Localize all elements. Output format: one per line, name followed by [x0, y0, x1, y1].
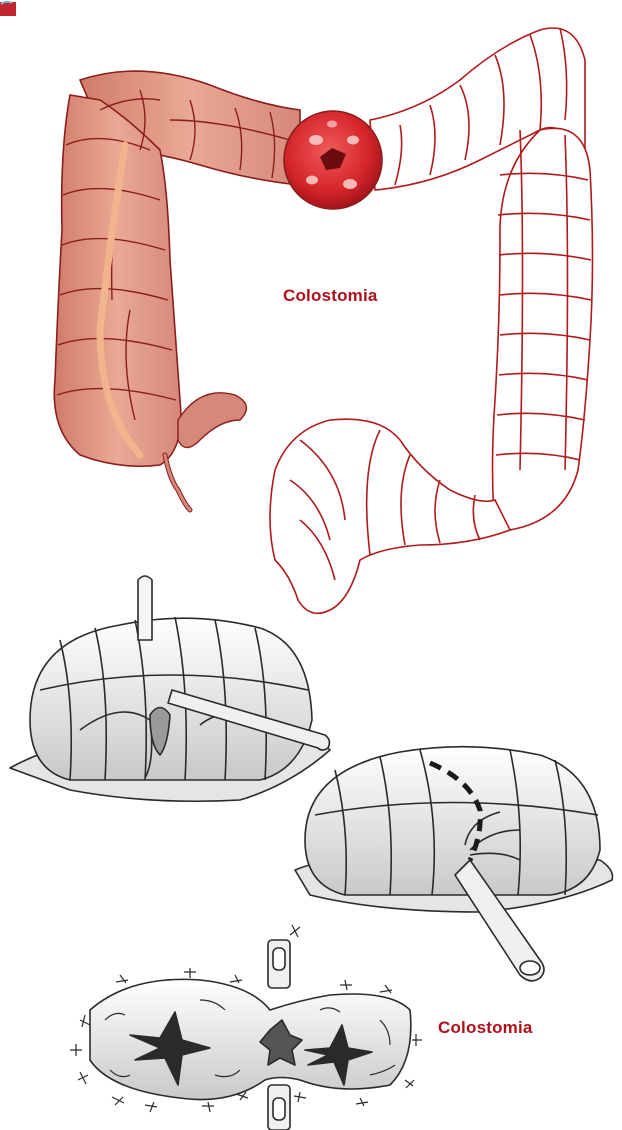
- stoma: [284, 111, 382, 209]
- colostomy-label-top: Colostomia: [283, 286, 378, 306]
- double-barrel-stoma-sketch: [70, 925, 422, 1130]
- colon-diagram: [54, 28, 592, 613]
- colostomy-label-bottom: Colostomia: [438, 1018, 533, 1038]
- divided-bowel-sketch: [295, 747, 613, 981]
- loop-colostomy-sketch: [10, 576, 330, 801]
- ascending-colon: [54, 71, 300, 510]
